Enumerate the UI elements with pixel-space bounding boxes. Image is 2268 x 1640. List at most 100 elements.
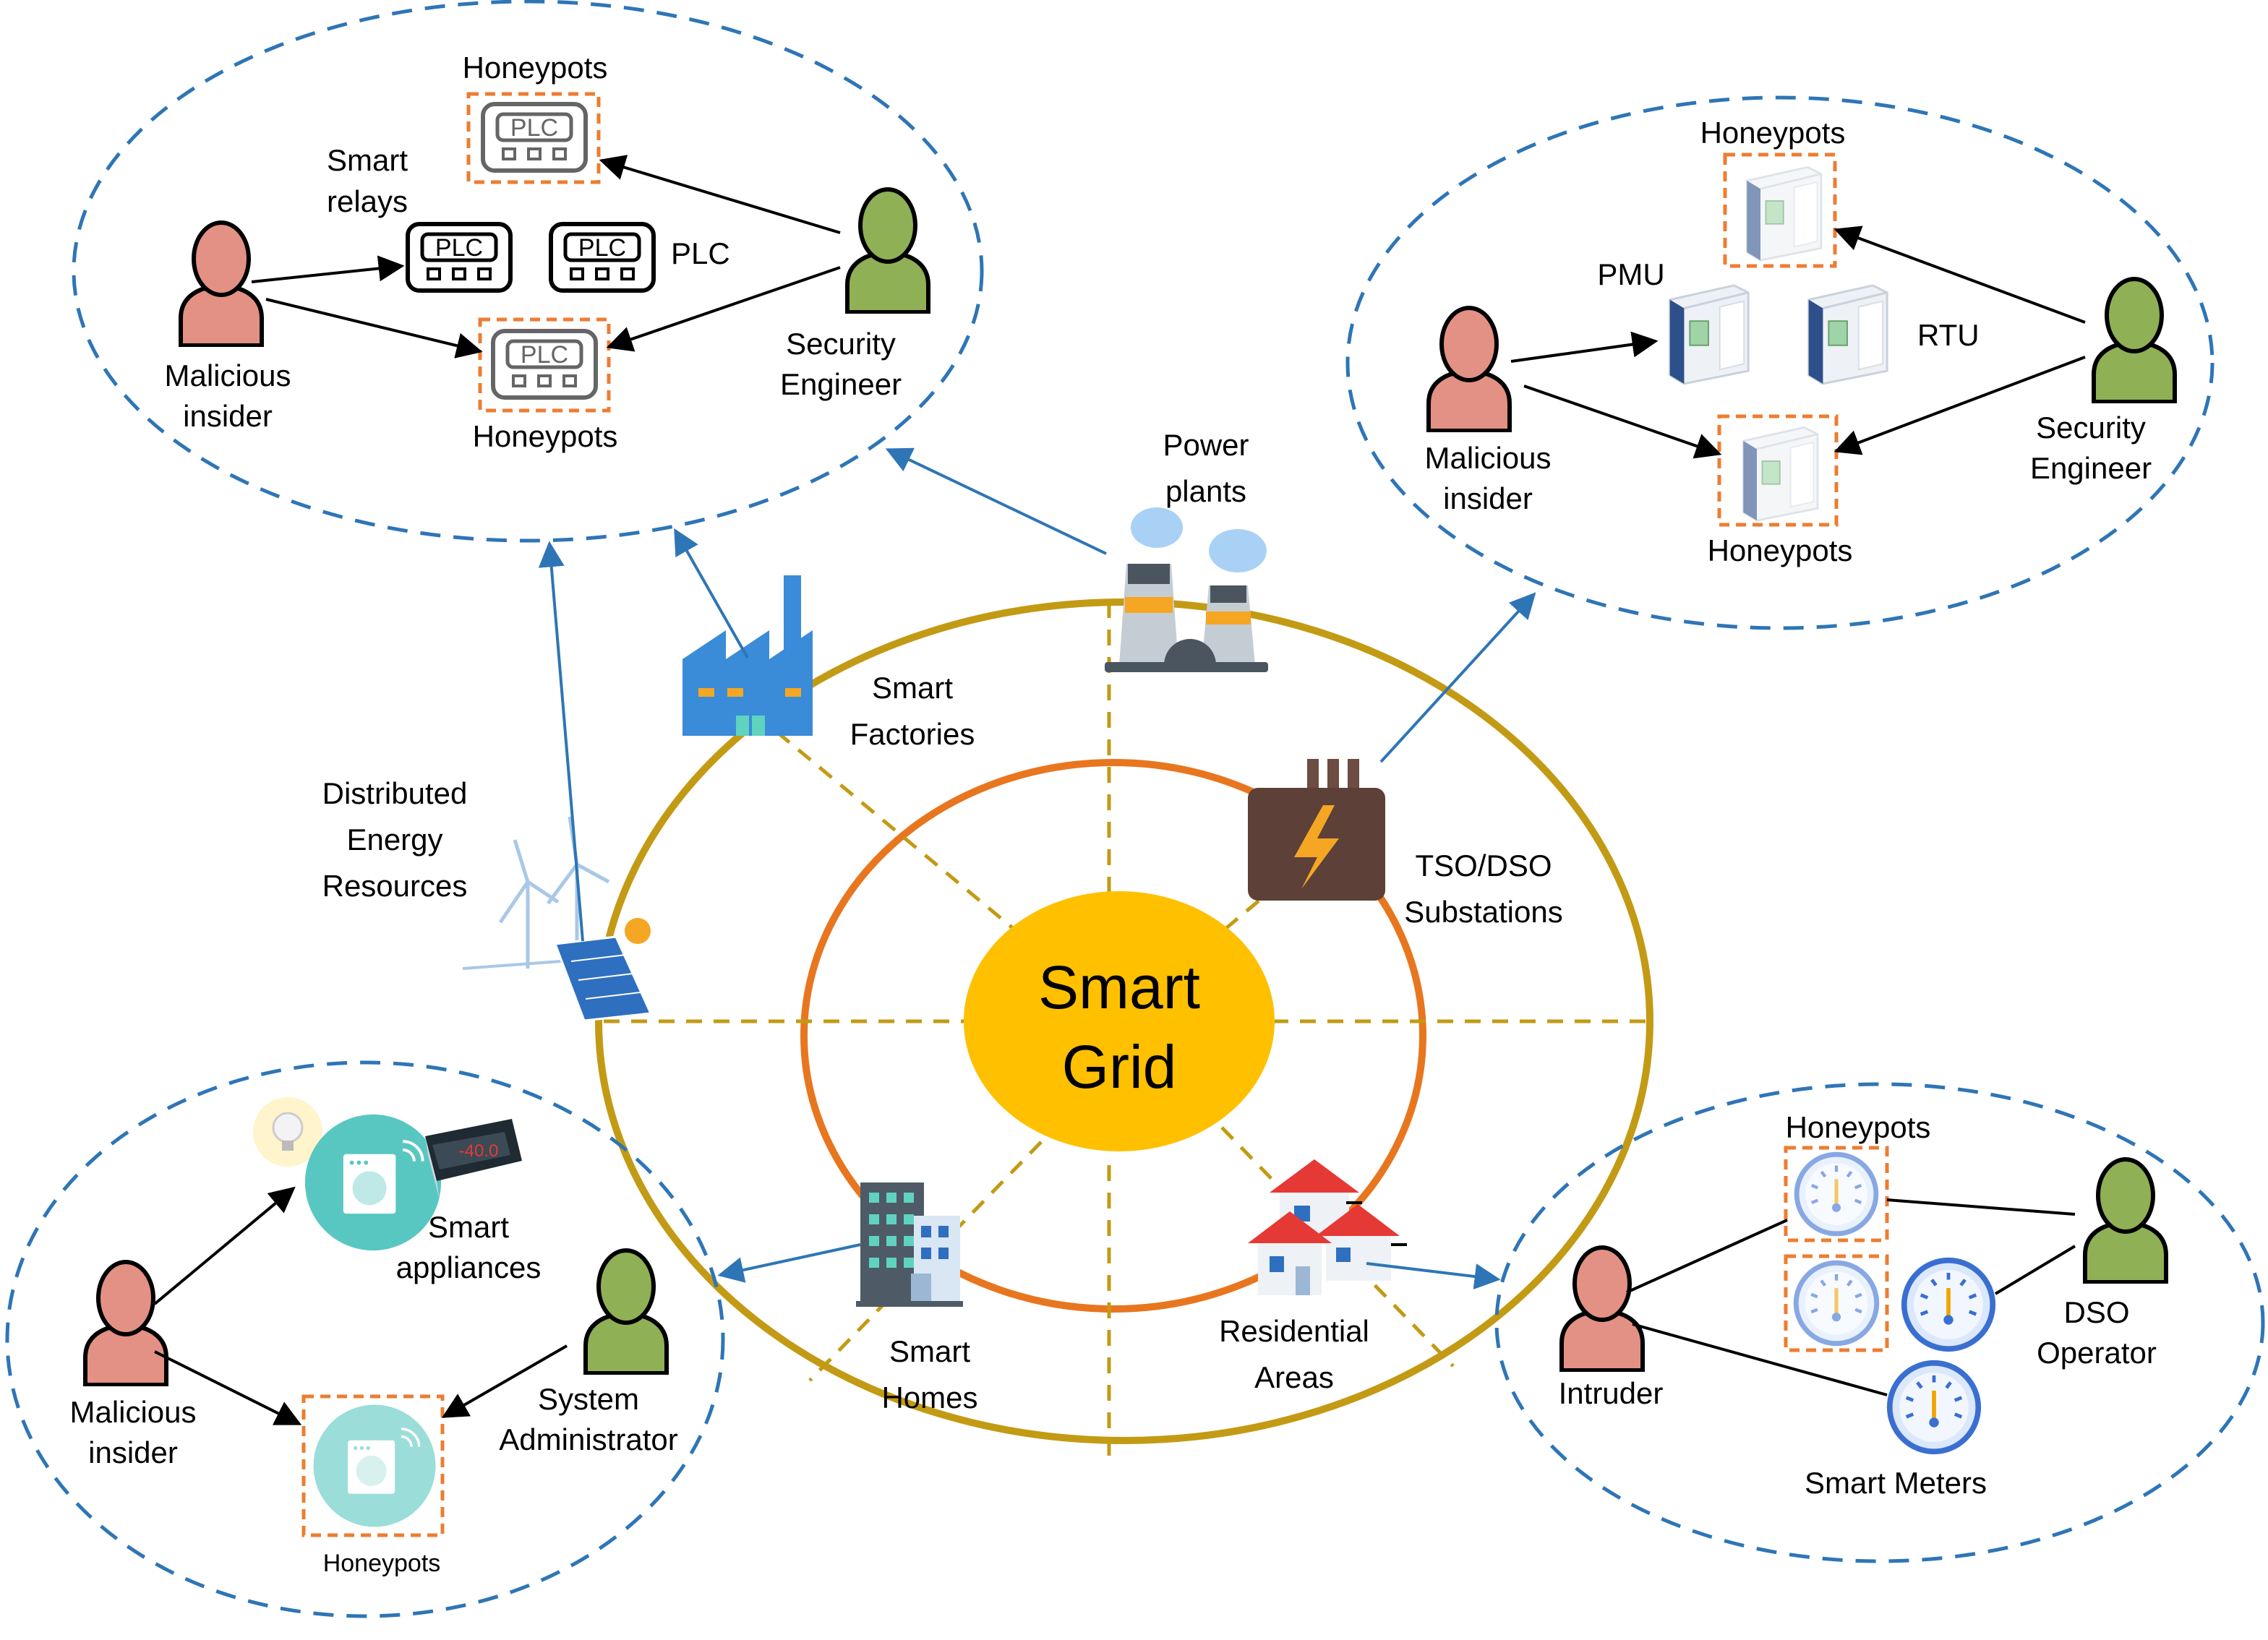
honeypots-label: Honeypots	[463, 51, 608, 85]
node-distributed-energy: Distributed Energy Resources	[322, 776, 653, 1022]
honeypots-label: Honeypots	[323, 1550, 441, 1577]
cluster-boundary	[1345, 95, 2214, 630]
washing-machine-icon	[312, 1403, 437, 1529]
der-label-line3: Resources	[322, 869, 468, 903]
inner-ring	[800, 759, 1426, 1313]
cluster-links	[1626, 1198, 2076, 1396]
person-icon	[1429, 308, 1510, 431]
plc-label: PLC	[671, 236, 730, 270]
center-title-line1: Smart	[1038, 953, 1200, 1021]
building-icon	[856, 1182, 963, 1307]
wind-solar-icon	[462, 816, 653, 1022]
cluster-arrows	[251, 155, 841, 359]
cluster-link-arrows	[538, 447, 1536, 1289]
pmu-label: PMU	[1597, 257, 1664, 291]
power-plant-icon	[1105, 507, 1268, 672]
smart-meters-label: Smart Meters	[1805, 1466, 1987, 1500]
der-label-line1: Distributed	[322, 776, 468, 810]
honeypots-label: Honeypots	[1708, 533, 1853, 567]
smart-grid-core	[964, 891, 1275, 1151]
honeypot-frame	[1784, 1146, 1889, 1242]
smart-factories-label-line2: Factories	[850, 717, 975, 751]
node-residential: Residential Areas	[1219, 1159, 1407, 1394]
residential-label-line1: Residential	[1219, 1314, 1369, 1348]
svg-text:-40.0: -40.0	[459, 1141, 499, 1161]
plc-icon	[408, 224, 510, 291]
defender-label-line1: DSO	[2063, 1295, 2129, 1329]
der-label-line2: Energy	[346, 823, 442, 857]
honeypots-label: Honeypots	[473, 419, 618, 453]
thermostat-icon: -40.0	[425, 1119, 522, 1200]
node-substations: TSO/DSO Substations	[1248, 759, 1563, 929]
honeypot-frame	[1784, 1254, 1889, 1352]
washing-machine-icon	[303, 1112, 443, 1253]
plc-icon	[483, 104, 586, 171]
cluster-bottom-left: -40.0 Smart appliances Honeypots Malicio…	[5, 1060, 725, 1618]
cluster-bottom-right: Honeypots Smart Meters Intruder DSO Oper…	[1494, 1082, 2265, 1563]
cluster-top-right: Honeypots PMU RTU Honeypots Malicious in…	[1345, 95, 2214, 630]
defender-label-line1: Security	[786, 327, 896, 361]
plc-icon	[551, 224, 654, 291]
center-title-line2: Grid	[1062, 1033, 1177, 1101]
node-power-plants: Power plants	[1105, 428, 1268, 672]
node-smart-factories: Smart Factories	[682, 575, 975, 751]
defender-label-line2: Administrator	[499, 1422, 677, 1456]
person-icon	[847, 189, 928, 312]
attacker-label-line2: insider	[1443, 481, 1533, 515]
attacker-label: Intruder	[1559, 1376, 1664, 1410]
attacker-label-line2: insider	[88, 1435, 178, 1469]
smart-factories-label-line1: Smart	[872, 671, 953, 705]
defender-label-line2: Operator	[2037, 1336, 2157, 1370]
honeypot-frame	[478, 317, 611, 413]
honeypot-frame	[301, 1394, 445, 1537]
smart-appliances-label-line2: appliances	[396, 1250, 542, 1284]
cluster-boundary	[5, 1060, 725, 1618]
factory-icon	[682, 575, 813, 736]
gauge-meter-icon	[1890, 1363, 1979, 1452]
honeypot-frame	[1717, 414, 1839, 527]
defender-label-line1: System	[538, 1382, 639, 1416]
smart-homes-label-line2: Homes	[881, 1381, 977, 1414]
person-icon	[1562, 1248, 1643, 1370]
person-icon	[181, 223, 262, 345]
attacker-label-line1: Malicious	[164, 359, 291, 392]
attacker-label-line1: Malicious	[69, 1395, 196, 1429]
attacker-label-line2: insider	[183, 399, 273, 433]
gauge-meter-icon	[1904, 1261, 1993, 1349]
cluster-arrows	[153, 1186, 568, 1425]
lightning-transformer-icon	[1248, 759, 1385, 901]
honeypot-frame	[1723, 153, 1837, 268]
cluster-boundary	[1494, 1082, 2265, 1563]
gauge-meter-icon	[1797, 1154, 1876, 1234]
smart-homes-label-line1: Smart	[889, 1334, 970, 1368]
cluster-boundary	[72, 0, 984, 543]
power-plants-label-line2: plants	[1165, 474, 1246, 508]
rtu-label: RTU	[1917, 318, 1980, 352]
cluster-arrows	[1510, 226, 2086, 459]
smart-relays-label-line1: Smart	[327, 143, 408, 177]
honeypots-label: Honeypots	[1786, 1110, 1931, 1144]
person-icon	[85, 1262, 166, 1385]
defender-label-line2: Engineer	[780, 367, 902, 401]
rtu-device-icon	[1742, 426, 1819, 522]
residential-label-line2: Areas	[1254, 1360, 1334, 1394]
cluster-top-left: Honeypots Smart relays PLC Honeypots Mal…	[72, 0, 984, 543]
rtu-device-icon	[1807, 284, 1888, 385]
rtu-device-icon	[1669, 284, 1750, 385]
gauge-meter-icon	[1796, 1263, 1877, 1344]
node-smart-homes: Smart Homes	[856, 1182, 978, 1414]
smart-relays-label-line2: relays	[327, 184, 408, 218]
plc-icon	[493, 331, 596, 398]
smart-appliances-label-line1: Smart	[428, 1210, 509, 1244]
defender-label-line1: Security	[2036, 411, 2146, 445]
person-icon	[586, 1250, 667, 1373]
substations-label-line2: Substations	[1404, 895, 1562, 929]
rtu-device-icon	[1745, 166, 1823, 262]
person-icon	[2085, 1159, 2166, 1282]
person-icon	[2094, 279, 2175, 402]
defender-label-line2: Engineer	[2030, 451, 2152, 485]
attacker-label-line1: Malicious	[1424, 441, 1551, 475]
houses-icon	[1248, 1159, 1407, 1295]
power-plants-label-line1: Power	[1163, 428, 1249, 462]
